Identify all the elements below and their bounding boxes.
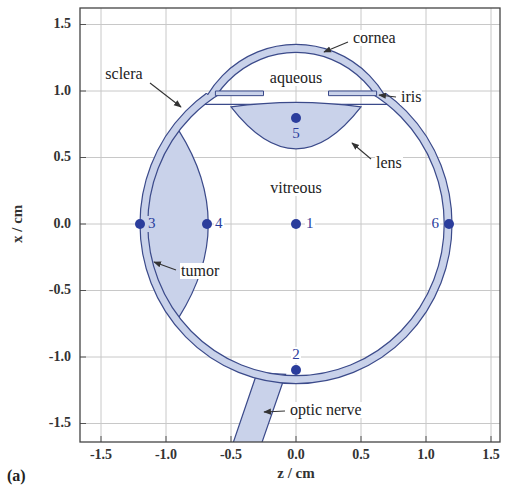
- tick-label: 0.5: [53, 150, 73, 165]
- callout-number: 1: [305, 216, 315, 232]
- point-dot: [291, 219, 301, 229]
- part-label: tumor: [180, 263, 220, 280]
- callout-number: 5: [291, 126, 301, 142]
- callout-number: 3: [147, 216, 157, 232]
- iris-right: [329, 91, 377, 96]
- eye-drawing: [88, 44, 454, 442]
- leader-line: [154, 262, 176, 270]
- iris-left: [215, 91, 263, 96]
- tick-label: -1.0: [154, 448, 178, 463]
- leader-line: [264, 411, 285, 412]
- sclera-ring: [140, 93, 452, 384]
- leader-line: [379, 95, 396, 97]
- leader-line: [324, 42, 348, 52]
- axis-title: x / cm: [10, 204, 26, 244]
- tick-label: 1.5: [481, 448, 501, 463]
- panel-tag: (a): [6, 468, 27, 485]
- part-label: aqueous: [269, 70, 323, 87]
- part-label: sclera: [104, 66, 143, 83]
- tick-label: 0.0: [53, 217, 73, 232]
- tick-label: 1.0: [53, 84, 73, 99]
- tick-marks: [80, 25, 491, 443]
- tick-label: -1.0: [48, 350, 72, 365]
- tick-label: -1.5: [48, 416, 72, 431]
- grid-lines: [80, 8, 500, 442]
- tick-label: -0.5: [48, 283, 72, 298]
- point-markers: [135, 113, 454, 375]
- tick-label: 0.5: [351, 448, 371, 463]
- part-label: iris: [400, 89, 422, 106]
- point-dot: [291, 113, 301, 123]
- leader-line: [352, 143, 371, 159]
- plot-frame: [80, 8, 500, 442]
- point-dot: [135, 219, 145, 229]
- callout-number: 6: [431, 216, 441, 232]
- tick-label: 1.5: [53, 17, 73, 32]
- tumor-region: [88, 131, 208, 317]
- axis-title: z / cm: [276, 466, 315, 482]
- tick-label: -0.5: [219, 448, 243, 463]
- point-dot: [291, 365, 301, 375]
- part-label: optic nerve: [289, 402, 363, 419]
- part-label: cornea: [352, 30, 397, 47]
- lens-shape: [231, 102, 361, 149]
- tick-label: 1.0: [416, 448, 436, 463]
- tick-label: 0.0: [286, 448, 306, 463]
- optic-nerve: [228, 373, 285, 442]
- leader-line: [150, 83, 181, 107]
- cornea-band: [192, 44, 400, 95]
- part-label: vitreous: [269, 180, 323, 197]
- callout-number: 4: [214, 216, 224, 232]
- part-label: lens: [375, 155, 403, 172]
- leader-lines: [150, 42, 396, 412]
- point-dot: [444, 219, 454, 229]
- plot-ground: [80, 8, 500, 442]
- tick-label: -1.5: [89, 448, 113, 463]
- callout-number: 2: [291, 347, 301, 363]
- point-dot: [202, 219, 212, 229]
